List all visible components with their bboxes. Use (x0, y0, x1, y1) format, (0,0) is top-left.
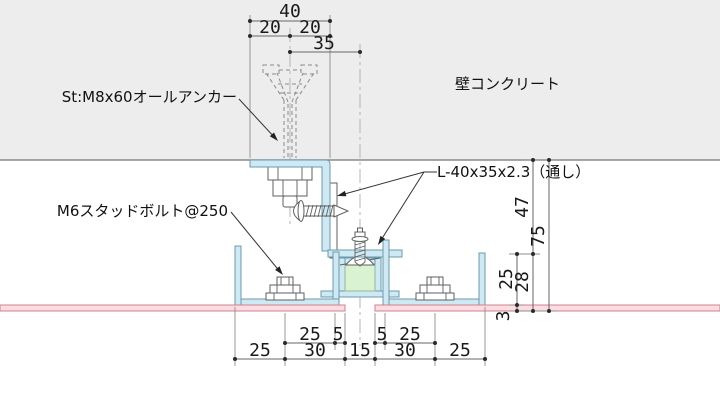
upper-angle (249, 159, 331, 252)
stud-bolt-left (265, 276, 305, 301)
dim-bottom-upper-5l: 5 (333, 324, 344, 345)
dim-bottom-seg3: 15 (349, 340, 371, 361)
dim-bottom-seg2: 30 (304, 340, 326, 361)
bottom-dimensions: 25 5 5 25 25 30 15 30 25 (233, 307, 487, 366)
anchor-callout-label: St:M8x60オールアンカー (62, 88, 237, 106)
backer-block (344, 264, 376, 292)
dim-right-3: 3 (493, 311, 514, 322)
anchor-bolt-hidden (262, 64, 318, 158)
dim-bottom-upper-25r: 25 (399, 324, 421, 345)
dim-right-25: 25 (496, 268, 517, 290)
dim-bottom-upper-25l: 25 (299, 324, 321, 345)
tex-screw (293, 200, 350, 222)
ceiling-board-left (0, 304, 346, 312)
anchor-nut-stack (267, 166, 313, 208)
dim-right-47: 47 (512, 196, 533, 218)
dim-top-overall: 40 (279, 1, 301, 22)
stud-bolt-right (415, 276, 455, 301)
dim-top-offset: 35 (313, 33, 335, 54)
dim-right-75: 75 (528, 225, 549, 247)
dim-right-28: 28 (512, 271, 533, 293)
stud-bolt-callout-label: M6スタッドボルト@250 (57, 202, 228, 220)
dim-bottom-seg1: 25 (249, 340, 271, 361)
dim-bottom-seg5: 25 (449, 340, 471, 361)
hanger-web-plate (329, 182, 338, 259)
center-screw (351, 227, 369, 267)
concrete-label: 壁コンクリート (455, 75, 560, 93)
dim-top-right: 20 (299, 17, 321, 38)
dim-top-left: 20 (259, 17, 281, 38)
dim-bottom-seg4: 30 (394, 340, 416, 361)
leader-lines (230, 98, 437, 275)
angle-callout-label: L-40x35x2.3（通し） (437, 163, 590, 181)
top-dimensions: 40 20 20 35 (248, 1, 362, 54)
dim-bottom-upper-5r: 5 (377, 324, 388, 345)
right-dimensions: 47 75 25 28 3 (493, 158, 557, 321)
